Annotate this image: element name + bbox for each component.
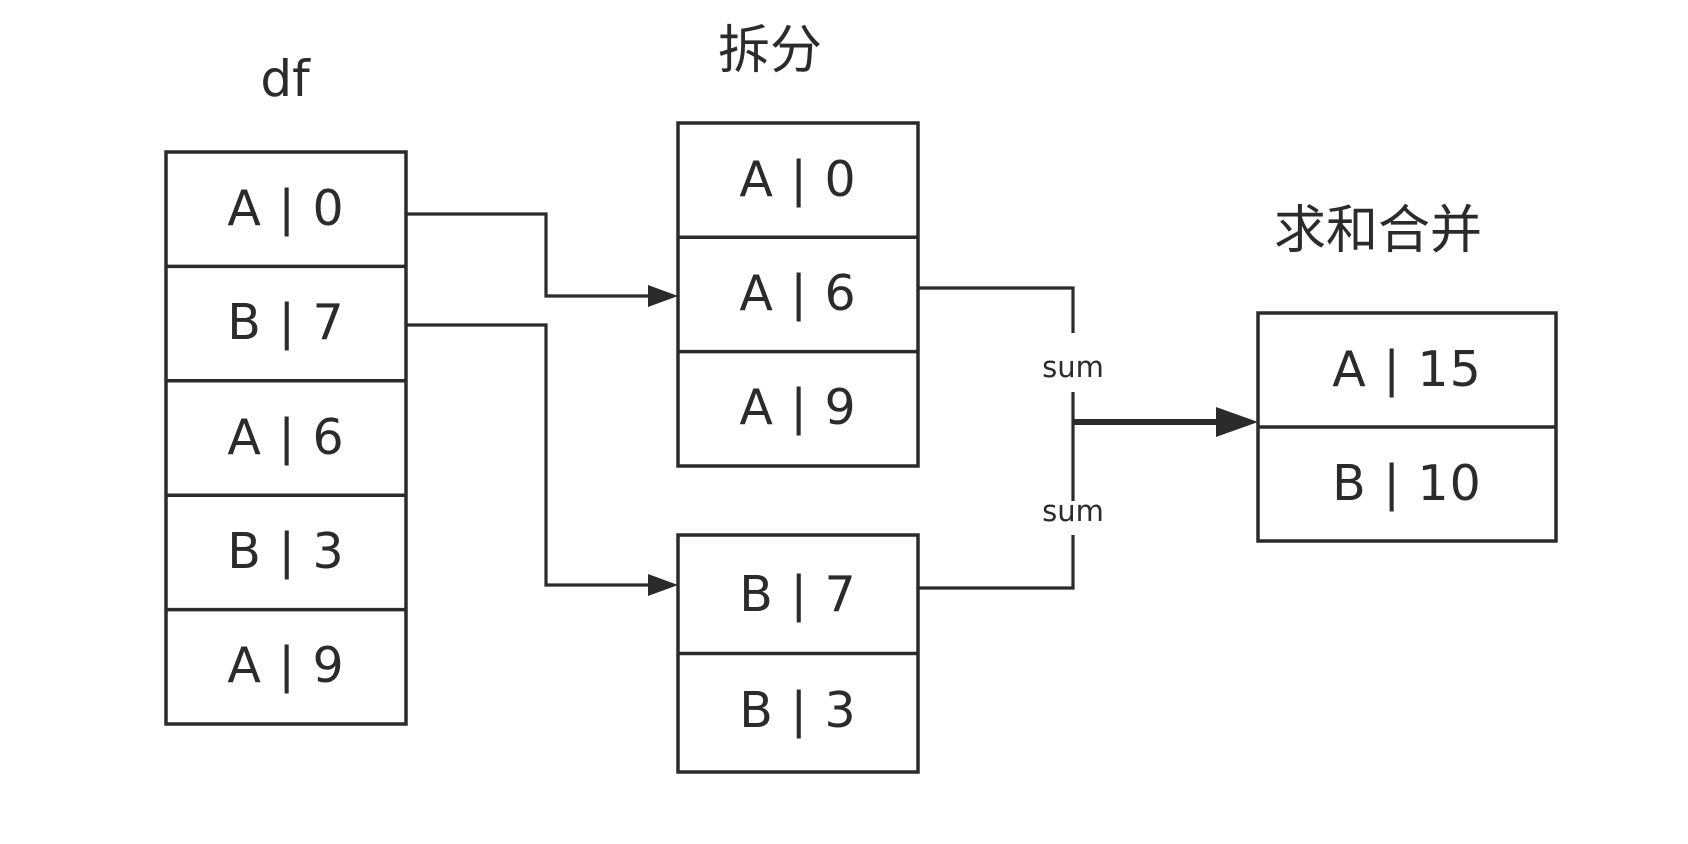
edge-source-to-group-b-arrowhead — [648, 574, 678, 596]
group-a-table: A | 0 A | 6 A | 9 — [676, 121, 920, 468]
edge-source-to-group-a-path — [406, 212, 655, 298]
edge-source-to-group-b — [406, 323, 678, 596]
group-b-row-0: B | 7 — [739, 566, 856, 623]
edge-label-sum-upper: sum — [1042, 350, 1104, 384]
result-table: A | 15 B | 10 — [1256, 311, 1558, 543]
source-row-1: B | 7 — [227, 294, 344, 351]
source-row-2: A | 6 — [227, 409, 344, 466]
group-a-row-2: A | 9 — [739, 379, 856, 436]
edge-source-to-group-a — [406, 212, 678, 307]
source-row-0: A | 0 — [227, 180, 344, 237]
edge-label-sum-lower: sum — [1042, 494, 1104, 528]
edge-merge-to-result — [1073, 407, 1258, 437]
group-b-table: B | 7 B | 3 — [676, 533, 920, 774]
caption-combine: 求和合并 — [1274, 201, 1482, 261]
edge-source-to-group-a-arrowhead — [648, 285, 678, 307]
caption-split: 拆分 — [718, 21, 822, 81]
source-table: A | 0 B | 7 A | 6 B | 3 A | 9 — [164, 150, 408, 726]
caption-source-df: df — [260, 50, 311, 108]
result-row-1: B | 10 — [1332, 455, 1482, 512]
source-row-4: A | 9 — [227, 637, 344, 694]
edge-group-b-to-merge-path — [918, 535, 1075, 590]
edge-group-b-to-merge — [918, 535, 1075, 590]
edge-group-a-to-merge-path — [918, 286, 1075, 333]
group-b-row-1: B | 3 — [739, 682, 856, 739]
result-row-0: A | 15 — [1332, 341, 1482, 398]
group-a-row-1: A | 6 — [739, 265, 856, 322]
source-row-3: B | 3 — [227, 523, 344, 580]
edge-source-to-group-b-path — [406, 323, 655, 587]
group-a-row-0: A | 0 — [739, 151, 856, 208]
source-table-outline — [164, 150, 408, 726]
group-a-table-outline — [676, 121, 920, 468]
edge-merge-to-result-arrowhead — [1216, 407, 1258, 437]
edge-group-a-to-merge — [918, 286, 1075, 333]
